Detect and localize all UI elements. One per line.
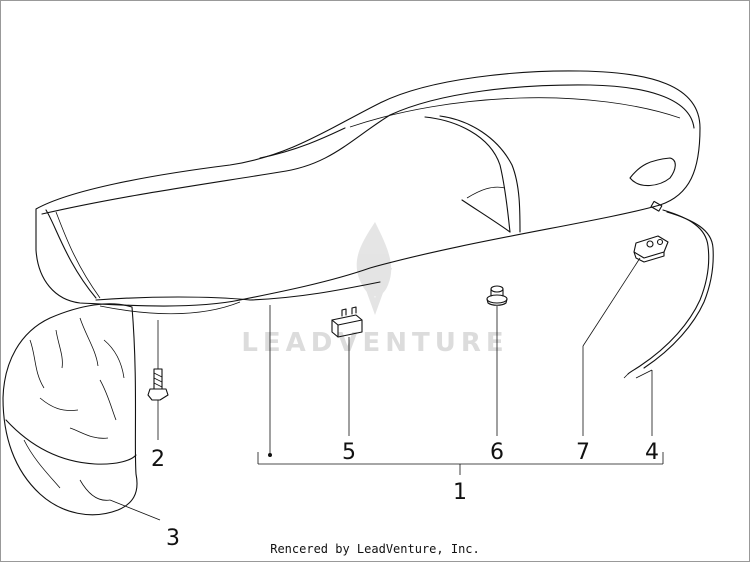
leader-lines	[109, 257, 664, 521]
callout-6: 6	[490, 440, 504, 465]
screw-drawing	[147, 368, 169, 401]
watermark-logo	[356, 222, 392, 315]
callout-2: 2	[151, 447, 165, 472]
callout-7: 7	[576, 440, 590, 465]
watermark-text: LEADVENTURE	[241, 328, 508, 358]
cable-drawing	[623, 200, 714, 379]
bumper-drawing	[486, 285, 508, 306]
footer-credit: Rencered by LeadVenture, Inc.	[270, 542, 480, 556]
callout-4: 4	[645, 440, 659, 465]
storage-net-drawing	[2, 303, 138, 516]
seat-drawing	[35, 70, 701, 315]
callout-1: 1	[453, 480, 467, 505]
callout-5: 5	[342, 440, 356, 465]
bracket-drawing	[331, 306, 363, 338]
callout-3: 3	[166, 526, 180, 551]
lock-bracket-drawing	[633, 235, 669, 263]
